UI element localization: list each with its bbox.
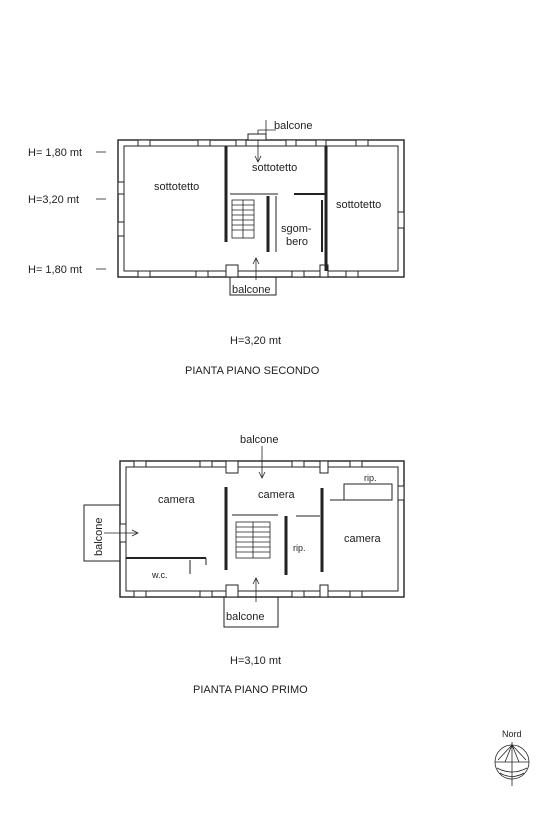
- first-bottom-windows: [133, 584, 363, 598]
- north-compass: [494, 742, 530, 786]
- upper-bottom-windows: [137, 264, 359, 278]
- upper-height-bottom-label: H= 1,80 mt: [28, 264, 82, 276]
- first-room-center-label: camera: [258, 489, 296, 501]
- first-staircase: [235, 521, 271, 559]
- upper-staircase: [231, 199, 255, 239]
- first-closet-center-label: rip.: [293, 543, 306, 553]
- upper-height-top-label: H= 1,80 mt: [28, 147, 82, 159]
- first-balcony-side-label: balcone: [93, 517, 105, 556]
- first-floor-plan: [83, 446, 405, 628]
- compass-north-label: Nord: [502, 729, 522, 739]
- upper-balcony-top-label: balcone: [274, 120, 313, 132]
- upper-floor-plan: [96, 120, 405, 296]
- first-balcony-bottom-label: balcone: [226, 611, 265, 623]
- first-top-windows: [133, 460, 363, 474]
- upper-height-caption: H=3,20 mt: [230, 335, 281, 347]
- upper-room-center-label: sottotetto: [252, 162, 297, 174]
- upper-top-windows: [137, 139, 369, 147]
- upper-balcony-bottom-label: balcone: [232, 284, 271, 296]
- first-closet-right-label: rip.: [364, 473, 377, 483]
- upper-storage-label-2: bero: [286, 236, 308, 248]
- upper-height-middle-label: H=3,20 mt: [28, 194, 79, 206]
- first-floor-title: PIANTA PIANO PRIMO: [193, 684, 308, 696]
- first-balcony-top-label: balcone: [240, 434, 279, 446]
- upper-room-right-label: sottotetto: [336, 199, 381, 211]
- first-room-left-label: camera: [158, 494, 196, 506]
- first-room-right-label: camera: [344, 533, 382, 545]
- first-wc-label: w.c.: [151, 570, 168, 580]
- first-height-caption: H=3,10 mt: [230, 655, 281, 667]
- upper-floor-title: PIANTA PIANO SECONDO: [185, 365, 320, 377]
- upper-room-left-label: sottotetto: [154, 181, 199, 193]
- upper-storage-label-1: sgom-: [281, 223, 312, 235]
